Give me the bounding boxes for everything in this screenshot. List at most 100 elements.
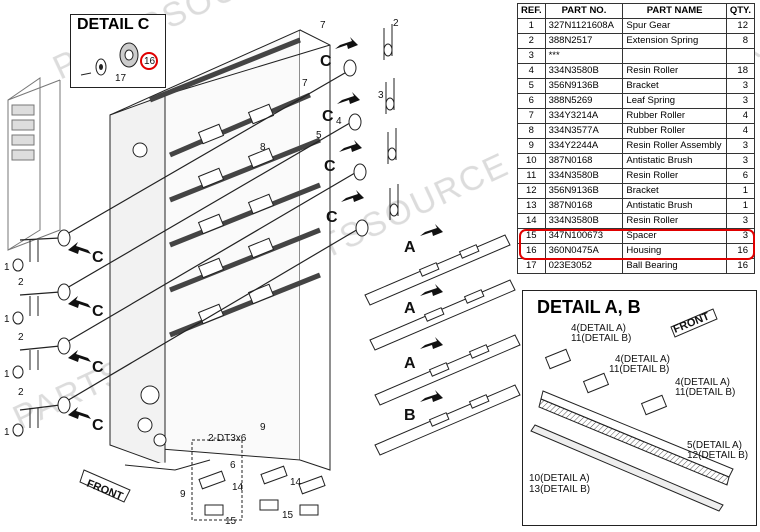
section-c-marker: C [68, 407, 104, 434]
cell-qty: 12 [725, 18, 756, 34]
svg-text:2: 2 [393, 18, 399, 29]
cell-part-no: 334N3580B [544, 213, 624, 229]
housing-row-highlight [519, 229, 755, 260]
svg-text:1: 1 [4, 262, 10, 273]
bearing-assembly [12, 229, 71, 272]
column-header-part-name: PART NAME [622, 3, 727, 19]
section-markers: C C C C C C C C C A A A B [68, 37, 443, 434]
cell-part-name: Bracket [622, 183, 727, 199]
cell-ref: 4 [517, 63, 546, 79]
cell-ref: 3 [517, 48, 546, 64]
bearing-assembly [12, 283, 71, 325]
svg-text:C: C [324, 158, 336, 175]
svg-text:A: A [404, 239, 416, 256]
section-c-marker: C [324, 140, 362, 175]
bearing-assembly [12, 396, 71, 437]
column-header-part-no: PART NO. [544, 3, 624, 19]
detail-ab-drawing: FRONT 4(DETAIL A) 11(DETAIL B) 4(DETAIL … [529, 308, 748, 512]
svg-text:6: 6 [230, 460, 236, 471]
cell-part-no: 388N5269 [544, 93, 624, 109]
cell-qty [725, 48, 756, 64]
svg-text:A: A [404, 355, 416, 372]
cell-qty: 4 [725, 108, 756, 124]
svg-text:7: 7 [320, 20, 326, 31]
cell-qty: 8 [725, 33, 756, 49]
svg-text:1: 1 [4, 369, 10, 380]
cell-part-no: 327N1121608A [544, 18, 624, 34]
cell-ref: 10 [517, 153, 546, 169]
cell-part-name: Resin Roller [622, 213, 727, 229]
cell-part-name: Spur Gear [622, 18, 727, 34]
bearing-assembly [348, 78, 395, 131]
svg-text:C: C [92, 303, 104, 320]
svg-text:2: 2 [18, 277, 24, 288]
column-header-ref: REF. [517, 3, 546, 19]
cell-ref: 8 [517, 123, 546, 139]
cell-qty: 3 [725, 213, 756, 229]
bearing-assembly [12, 337, 71, 379]
bracket-assemblies [364, 234, 521, 456]
callout-17: 17 [115, 73, 127, 84]
cell-part-no: 387N0168 [544, 198, 624, 214]
svg-text:8: 8 [260, 142, 266, 153]
callout-label: 12(DETAIL B) [687, 450, 748, 461]
svg-text:1: 1 [4, 427, 10, 438]
svg-text:7: 7 [302, 78, 308, 89]
cell-part-no: 334Y3214A [544, 108, 624, 124]
cell-ref: 2 [517, 33, 546, 49]
front-arrow-main: FRONT [79, 469, 131, 503]
svg-text:C: C [326, 209, 338, 226]
column-header-qty: QTY. [725, 3, 756, 19]
cell-ref: 12 [517, 183, 546, 199]
svg-text:15: 15 [225, 516, 237, 527]
section-a-marker: A [404, 284, 443, 317]
cell-ref: 14 [517, 213, 546, 229]
front-arrow-detail: FRONT [670, 308, 718, 338]
cell-part-no: 388N2517 [544, 33, 624, 49]
svg-text:B: B [404, 407, 416, 424]
svg-text:2: 2 [18, 332, 24, 343]
cell-ref: 17 [517, 258, 546, 274]
svg-text:2: 2 [18, 387, 24, 398]
cell-part-name: Resin Roller [622, 63, 727, 79]
cell-part-name: Bracket [622, 78, 727, 94]
cell-part-name: Rubber Roller [622, 108, 727, 124]
callout-16-highlight-circle [140, 52, 158, 70]
svg-text:3: 3 [378, 90, 384, 101]
section-b-marker: B [404, 390, 443, 424]
cell-ref: 9 [517, 138, 546, 154]
section-c-marker: C [68, 296, 104, 320]
cell-part-name: Antistatic Brush [622, 198, 727, 214]
section-c-marker: C [322, 92, 360, 125]
svg-text:5: 5 [316, 130, 322, 141]
cell-part-no: *** [544, 48, 624, 64]
table-row: 3*** [517, 48, 756, 64]
cell-part-no: 356N9136B [544, 183, 624, 199]
roller-set [132, 37, 321, 447]
front-label: FRONT [672, 310, 712, 335]
cell-qty: 16 [725, 258, 756, 274]
svg-text:C: C [92, 359, 104, 376]
cell-qty: 3 [725, 138, 756, 154]
cell-part-name: Antistatic Brush [622, 153, 727, 169]
bearing-assembly [355, 184, 399, 237]
callout-numbers: 1 2 3 4 5 6 7 8 9 14 15 2-DT3x6 7 9 1 1 … [4, 18, 399, 527]
cell-qty: 3 [725, 78, 756, 94]
section-c-marker: C [320, 37, 358, 70]
callout-label: 11(DETAIL B) [571, 333, 631, 344]
cell-part-name: Extension Spring [622, 33, 727, 49]
cell-part-no: 334N3580B [544, 168, 624, 184]
